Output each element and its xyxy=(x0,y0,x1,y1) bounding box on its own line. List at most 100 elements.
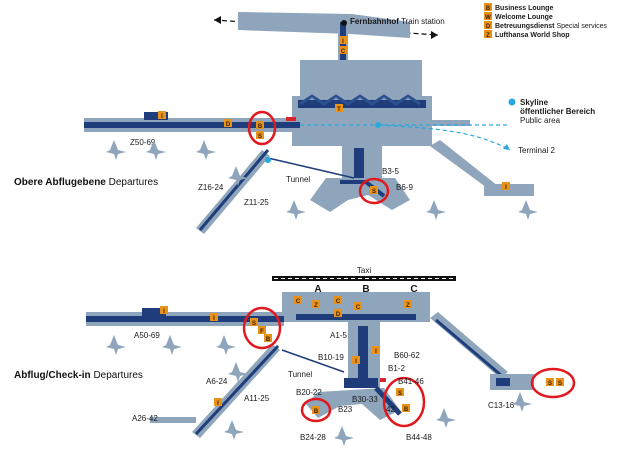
svg-text:I: I xyxy=(375,349,377,355)
legend-item: D Betreuungsdienst Special services xyxy=(484,21,608,30)
legend-item: Z Lufthansa World Shop xyxy=(484,30,570,39)
legend-badge-code: B xyxy=(486,6,491,12)
taxi-lane: Taxi xyxy=(272,266,456,281)
svg-text:I: I xyxy=(342,39,344,45)
gate-label-b10-19: B10-19 xyxy=(318,353,344,362)
hall-b-label: B xyxy=(362,284,369,295)
airplane-icon xyxy=(162,335,182,355)
highlight-circle xyxy=(247,110,277,146)
highlight-circle xyxy=(358,177,390,205)
svg-text:C: C xyxy=(296,299,301,305)
svg-text:D: D xyxy=(226,122,231,128)
gate-label-z11-25: Z11-25 xyxy=(244,198,269,207)
svg-text:I: I xyxy=(505,185,507,191)
gate-label-z50-69: Z50-69 xyxy=(130,138,156,147)
terminal-2-label: Terminal 2 xyxy=(518,146,555,155)
upper-terminal: T I D I xyxy=(84,60,534,234)
gate-label-42: 42 xyxy=(386,405,395,414)
airplane-icon xyxy=(196,140,216,160)
gate-label-b20-22: B20-22 xyxy=(296,388,322,397)
airplane-icon xyxy=(228,166,248,186)
svg-text:S: S xyxy=(558,381,562,387)
lower-lounge-badges: S F B B S B S S xyxy=(250,318,564,415)
gate-label-a50-69: A50-69 xyxy=(134,331,160,340)
gate-label-b24-28: B24-28 xyxy=(300,433,326,442)
skyline-title: Skyline xyxy=(520,98,549,107)
svg-text:B: B xyxy=(266,337,271,343)
svg-text:I: I xyxy=(355,359,357,365)
legend-item: B Business Lounge xyxy=(484,3,553,12)
svg-text:T: T xyxy=(337,107,341,113)
airplane-icon xyxy=(146,140,166,160)
taxi-label: Taxi xyxy=(357,266,371,275)
airplane-icon xyxy=(216,335,236,355)
airplane-icon xyxy=(224,420,244,440)
skyline-subtitle: öffentlicher Bereich xyxy=(520,107,595,116)
svg-text:B: B xyxy=(314,409,319,415)
gate-label-b23: B23 xyxy=(338,405,353,414)
airplane-icon xyxy=(106,140,126,160)
legend-label-welcome-lounge: Welcome Lounge xyxy=(495,14,553,21)
legend-label-special-services: Betreuungsdienst Special services xyxy=(495,23,608,30)
airplane-icon xyxy=(518,200,538,220)
gate-label-z16-24: Z16-24 xyxy=(198,183,224,192)
gate-label-c13-16: C13-16 xyxy=(488,401,515,410)
highlight-circle xyxy=(382,376,426,428)
airplane-icon xyxy=(106,335,126,355)
gate-label-b60-62: B60-62 xyxy=(394,351,420,360)
skyline-public-area: Public area xyxy=(520,116,561,125)
svg-text:C: C xyxy=(341,49,346,55)
svg-text:C: C xyxy=(356,305,361,311)
airplane-icon xyxy=(228,362,248,382)
svg-text:S: S xyxy=(398,391,402,397)
gate-label-a26-42: A26-42 xyxy=(132,414,158,423)
svg-text:Z: Z xyxy=(314,303,318,309)
svg-text:C: C xyxy=(336,299,341,305)
tunnel-label-lower: Tunnel xyxy=(288,370,312,379)
gate-label-b41-46: B41-46 xyxy=(398,377,424,386)
legend: B Business Lounge W Welcome Lounge D Bet… xyxy=(484,3,608,39)
gate-label-a1-5: A1-5 xyxy=(330,331,347,340)
gate-label-b6-9: B6-9 xyxy=(396,183,413,192)
highlight-circle xyxy=(300,397,332,423)
airplane-icon-group xyxy=(106,140,538,446)
airplane-icon xyxy=(426,200,446,220)
gate-label-b1-2: B1-2 xyxy=(388,364,405,373)
airplane-icon xyxy=(334,426,354,446)
gate-label-a11-25: A11-25 xyxy=(244,394,270,403)
svg-text:B: B xyxy=(258,124,263,130)
gate-label-b30-33: B30-33 xyxy=(352,395,378,404)
svg-text:S: S xyxy=(372,189,376,195)
svg-text:I: I xyxy=(163,309,165,315)
gate-label-b3-5: B3-5 xyxy=(382,167,399,176)
train-station-label: Fernbahnhof Train station xyxy=(350,17,445,26)
airplane-icon xyxy=(512,392,532,412)
gate-label-a6-24: A6-24 xyxy=(206,377,228,386)
gate-label-b44-48: B44-48 xyxy=(406,433,432,442)
upper-lounge-badges: B S S xyxy=(256,121,378,195)
lower-level-title: Abflug/Check-in Departures xyxy=(14,370,143,381)
airplane-icon xyxy=(286,200,306,220)
upper-level-title: Obere Abflugebene Departures xyxy=(14,177,158,188)
highlight-circle xyxy=(530,367,576,399)
lower-terminal: A B C C Z C C D Z I I I I I xyxy=(86,284,534,438)
svg-text:I: I xyxy=(217,401,219,407)
airplane-icon xyxy=(436,408,456,428)
svg-text:B: B xyxy=(404,407,409,413)
svg-text:S: S xyxy=(258,134,262,140)
legend-label-world-shop: Lufthansa World Shop xyxy=(495,32,570,39)
tunnel-label: Tunnel xyxy=(286,175,310,184)
svg-text:S: S xyxy=(548,381,552,387)
legend-badge-code: D xyxy=(486,24,491,30)
legend-item: W Welcome Lounge xyxy=(484,12,553,21)
legend-label-business-lounge: Business Lounge xyxy=(495,5,553,12)
legend-badge-code: Z xyxy=(486,33,490,39)
svg-text:I: I xyxy=(213,316,215,322)
svg-text:I: I xyxy=(161,114,163,120)
legend-badge-code: W xyxy=(485,15,491,21)
svg-text:S: S xyxy=(252,321,256,327)
svg-text:F: F xyxy=(260,329,264,335)
svg-text:D: D xyxy=(336,312,341,318)
hall-a-label: A xyxy=(314,284,321,295)
